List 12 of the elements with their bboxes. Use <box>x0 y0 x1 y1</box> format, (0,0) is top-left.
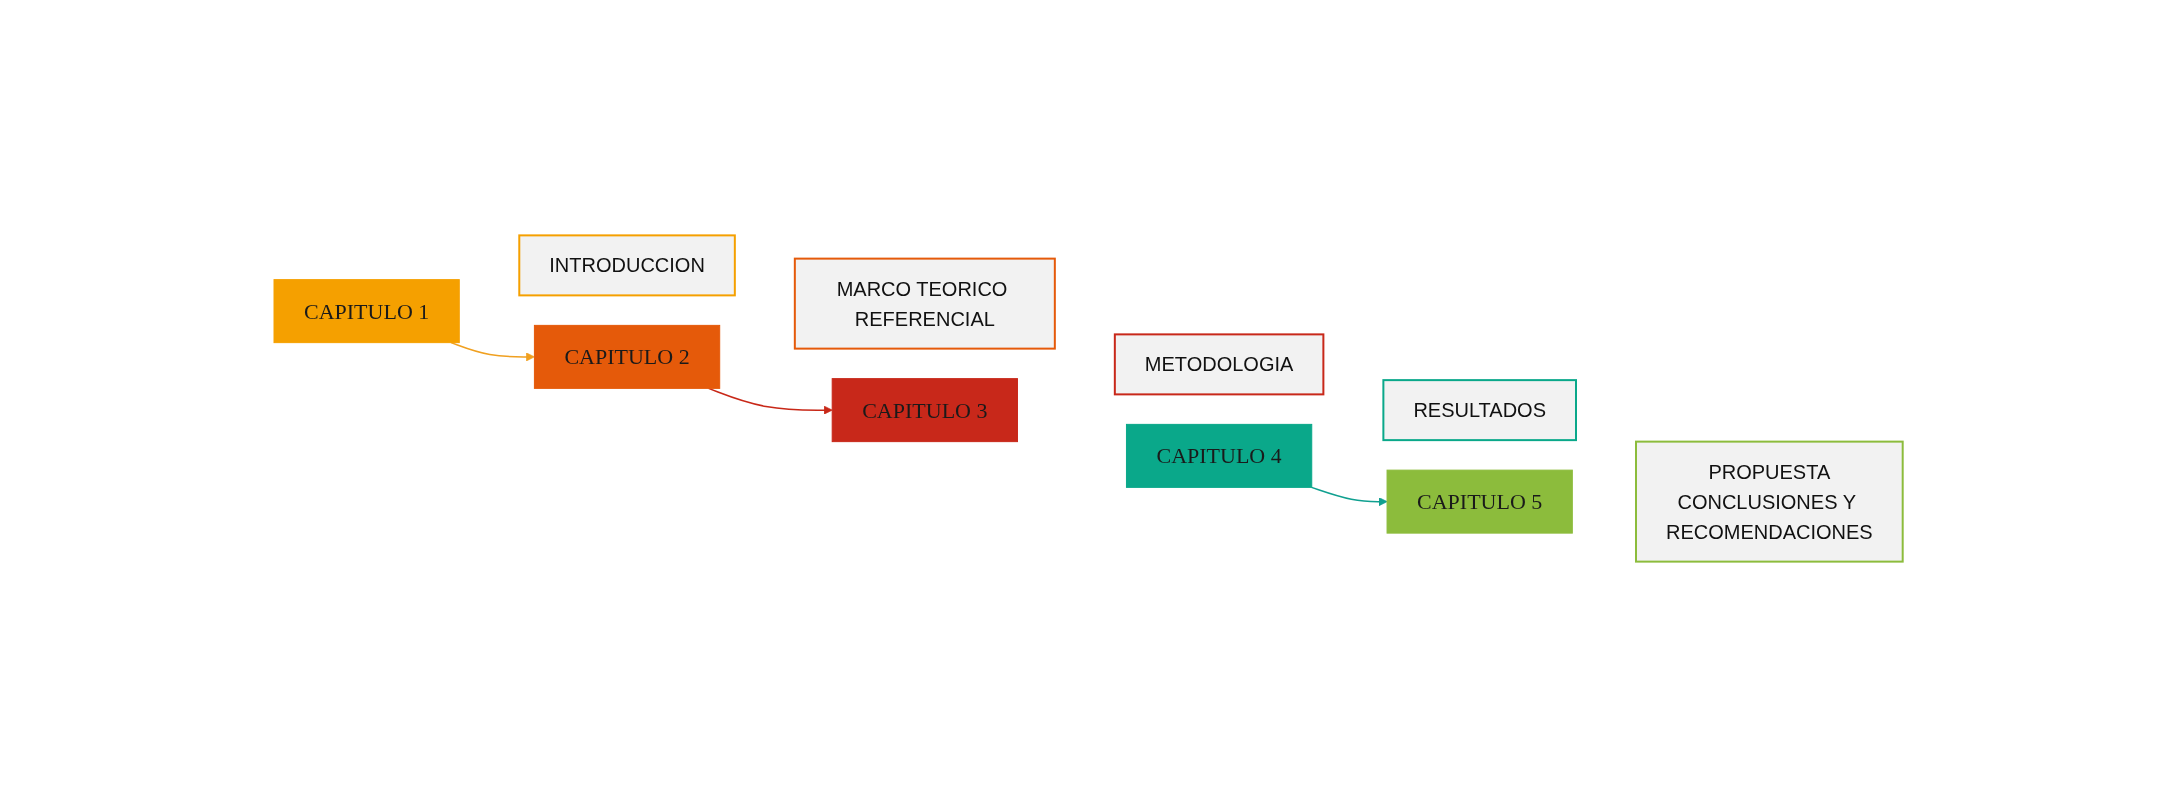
node-box: CAPITULO 3 <box>831 378 1019 443</box>
arrow <box>1310 486 1388 507</box>
node-box: RESULTADOS <box>1382 379 1578 442</box>
node-box: METODOLOGIA <box>1114 333 1325 396</box>
node-box: MARCO TEORICO REFERENCIAL <box>794 257 1056 350</box>
node-box: CAPITULO 5 <box>1386 469 1573 534</box>
node-box: CAPITULO 2 <box>534 324 721 389</box>
node-box: PROPUESTA CONCLUSIONES Y RECOMENDACIONES <box>1635 440 1904 563</box>
arrow <box>450 341 535 362</box>
node-box: CAPITULO 4 <box>1126 423 1313 488</box>
node-box: INTRODUCCION <box>518 234 736 297</box>
node-box: CAPITULO 1 <box>273 279 460 344</box>
